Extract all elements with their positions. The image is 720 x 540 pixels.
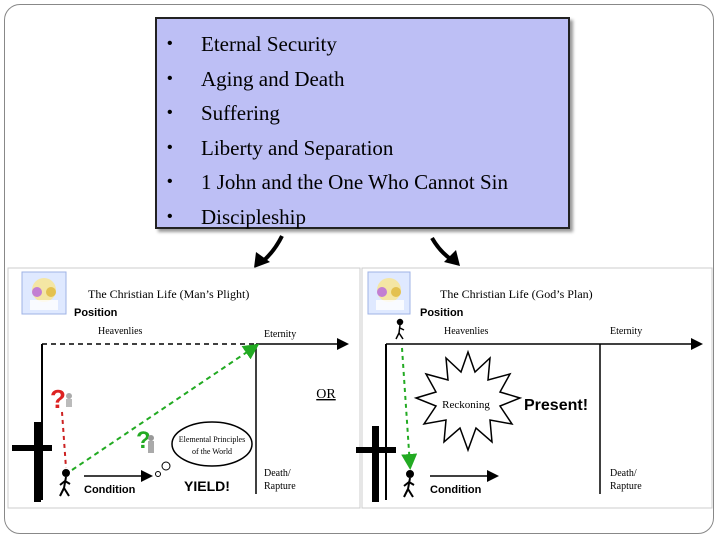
elemental-text-1: Elemental Principles bbox=[179, 435, 245, 444]
topic-text: 1 John and the One Who Cannot Sin bbox=[201, 170, 509, 195]
condition-label: Condition bbox=[430, 484, 482, 496]
present-label: Present! bbox=[524, 397, 588, 414]
question-mark-red: ? bbox=[50, 384, 66, 414]
green-dashed-line bbox=[401, 347, 418, 470]
walker-icon-top bbox=[395, 318, 405, 340]
topic-item: • Eternal Security bbox=[157, 27, 568, 62]
walker-icon bbox=[403, 470, 415, 498]
topic-item: • Discipleship bbox=[157, 200, 568, 235]
position-label: Position bbox=[74, 307, 118, 319]
topic-text: Discipleship bbox=[201, 204, 306, 229]
position-label: Position bbox=[420, 307, 464, 319]
topic-text: Suffering bbox=[201, 101, 280, 126]
panel-title: The Christian Life (Man’s Plight) bbox=[88, 287, 249, 301]
topic-box: • Eternal Security • Aging and Death • Suff… bbox=[155, 17, 570, 229]
right-panel: The Christian Life (God’s Plan) Position… bbox=[356, 267, 713, 509]
heavenlies-label: Heavenlies bbox=[444, 326, 489, 337]
cross-icon bbox=[12, 422, 52, 502]
topic-item: • 1 John and the One Who Cannot Sin bbox=[157, 165, 568, 200]
eternity-label: Eternity bbox=[610, 326, 642, 337]
topic-item: • Liberty and Separation bbox=[157, 131, 568, 166]
question-mark-green: ? bbox=[136, 427, 151, 454]
topic-list: • Eternal Security • Aging and Death • Suff… bbox=[157, 27, 568, 235]
bullet: • bbox=[167, 35, 173, 52]
heaven-image bbox=[21, 271, 67, 315]
topic-text: Liberty and Separation bbox=[201, 135, 394, 160]
condition-label: Condition bbox=[84, 484, 136, 496]
topic-item: • Aging and Death bbox=[157, 62, 568, 97]
arrow-to-right-panel bbox=[430, 236, 460, 266]
bullet: • bbox=[167, 173, 173, 191]
cross-icon bbox=[356, 426, 396, 502]
left-panel-frame bbox=[7, 267, 361, 509]
heavenlies-label: Heavenlies bbox=[98, 326, 143, 337]
angel-icon bbox=[66, 393, 72, 407]
right-panel-frame bbox=[361, 267, 713, 509]
slide-frame bbox=[4, 4, 714, 534]
bullet: • bbox=[167, 138, 173, 156]
heaven-image bbox=[367, 271, 411, 315]
death-label-2: Rapture bbox=[264, 481, 296, 492]
thought-bubble: Elemental Principles of the World bbox=[155, 421, 253, 477]
green-dashed-line bbox=[71, 343, 260, 471]
arrow-to-left-panel bbox=[254, 235, 284, 268]
topic-item: • Suffering bbox=[157, 96, 568, 131]
or-label: OR bbox=[316, 387, 336, 402]
topic-text: Eternal Security bbox=[201, 32, 337, 56]
bullet: • bbox=[167, 207, 173, 225]
death-label-1: Death/ bbox=[264, 468, 291, 479]
yield-label: YIELD! bbox=[184, 478, 230, 494]
panel-title: The Christian Life (God’s Plan) bbox=[440, 287, 593, 301]
death-label-2: Rapture bbox=[610, 481, 642, 492]
bullet: • bbox=[167, 69, 173, 87]
death-label-1: Death/ bbox=[610, 468, 637, 479]
eternity-label: Eternity bbox=[264, 329, 296, 340]
walker-icon bbox=[59, 469, 71, 497]
elemental-text-2: of the World bbox=[192, 447, 232, 456]
left-panel: The Christian Life (Man’s Plight) Positi… bbox=[7, 267, 361, 509]
bullet: • bbox=[167, 104, 173, 122]
topic-text: Aging and Death bbox=[201, 66, 345, 91]
red-dashed-line bbox=[61, 411, 67, 469]
figure-icon bbox=[148, 435, 154, 453]
starburst: Reckoning bbox=[413, 349, 523, 453]
reckoning-label: Reckoning bbox=[442, 399, 490, 411]
